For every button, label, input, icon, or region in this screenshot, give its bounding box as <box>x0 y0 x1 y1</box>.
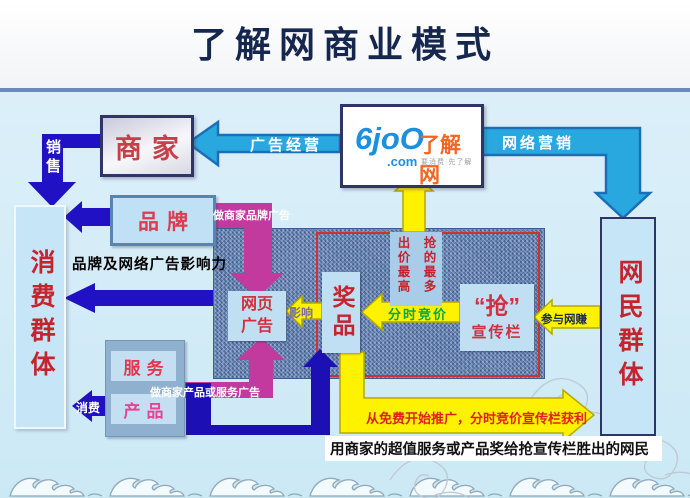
merchant-label: 商家 <box>115 133 189 164</box>
grab-quote-label: “抢” <box>474 293 520 320</box>
grab-board-box: “抢” 宣传栏 <box>460 284 534 351</box>
product-box: 产品 <box>111 394 176 424</box>
sales-arrow-label: 销售 <box>44 139 61 177</box>
sales-arrow <box>28 134 100 207</box>
bid-highest-label: 出价最高 <box>395 236 410 294</box>
grab-most-label: 抢的最多 <box>421 236 436 294</box>
free-start-arrow <box>339 351 596 443</box>
network-marketing-arrow-label: 网络营销 <box>502 135 575 152</box>
prize-box: 奖品 <box>322 272 360 353</box>
bid-highest-box: 出价最高 抢的最多 <box>390 232 442 306</box>
brand-ad-arrow-label: 做商家品牌广告 <box>213 210 290 222</box>
product-label: 产品 <box>123 401 170 421</box>
consumer-group-label: 消费群体 <box>27 249 54 385</box>
slide-title: 了解网商业模式 <box>190 25 499 65</box>
consumer-group-box: 消费群体 <box>14 205 66 429</box>
logo-name: 了解网 <box>419 134 461 187</box>
brand-to-consumer-arrow <box>64 201 110 233</box>
6joo-logo: 6joO .com 了解网 要消费·先了解 <box>343 107 481 187</box>
netizen-group-label: 网民群体 <box>615 258 642 395</box>
timeshare-bidding-arrow-label: 分时竞价 <box>388 307 449 322</box>
ad-influence-arrow <box>64 283 213 313</box>
web-ad-label: 网页 广告 <box>240 296 273 335</box>
consumption-arrow <box>72 390 107 422</box>
service-box: 服务 <box>111 351 176 381</box>
consumption-arrow-label: 消费 <box>76 401 101 415</box>
bottom-note-box: 用商家的超值服务或产品奖给抢宣传栏胜出的网民 <box>325 436 662 461</box>
brand-box: 品牌 <box>110 195 216 246</box>
slide-header: 了解网商业模式 <box>0 0 690 92</box>
web-ad-box: 网页 广告 <box>228 291 286 341</box>
merchant-box: 商家 <box>100 115 194 177</box>
logo-tld: .com <box>387 154 418 169</box>
free-start-arrow-label: 从免费开始推广，分时竞价宣传栏获利 <box>366 411 588 426</box>
influence-note: 品牌及网络广告影响力 <box>72 257 227 273</box>
product-to-prize-path <box>186 349 338 435</box>
prize-label: 奖品 <box>329 284 354 341</box>
logo-tagline: 要消费·先了解 <box>421 159 473 166</box>
ad-operation-arrow-label: 广告经营 <box>250 137 323 154</box>
brand-label: 品牌 <box>138 210 196 234</box>
service-label: 服务 <box>123 358 170 378</box>
logo-word: 6joO <box>355 121 424 156</box>
netizen-group-box: 网民群体 <box>600 217 656 436</box>
join-earn-arrow-label: 参与网赚 <box>541 314 587 326</box>
grab-board-label: 宣传栏 <box>471 323 523 341</box>
influence-arrow-label: 影响 <box>289 306 314 320</box>
brand-ad-arrow <box>210 203 284 298</box>
6joo-logo-box: 6joO .com 了解网 要消费·先了解 <box>340 104 484 188</box>
bottom-note: 用商家的超值服务或产品奖给抢宣传栏胜出的网民 <box>330 442 649 458</box>
network-marketing-arrow <box>476 126 654 220</box>
product-ad-arrow-label: 做商家产品或服务广告 <box>150 387 260 399</box>
